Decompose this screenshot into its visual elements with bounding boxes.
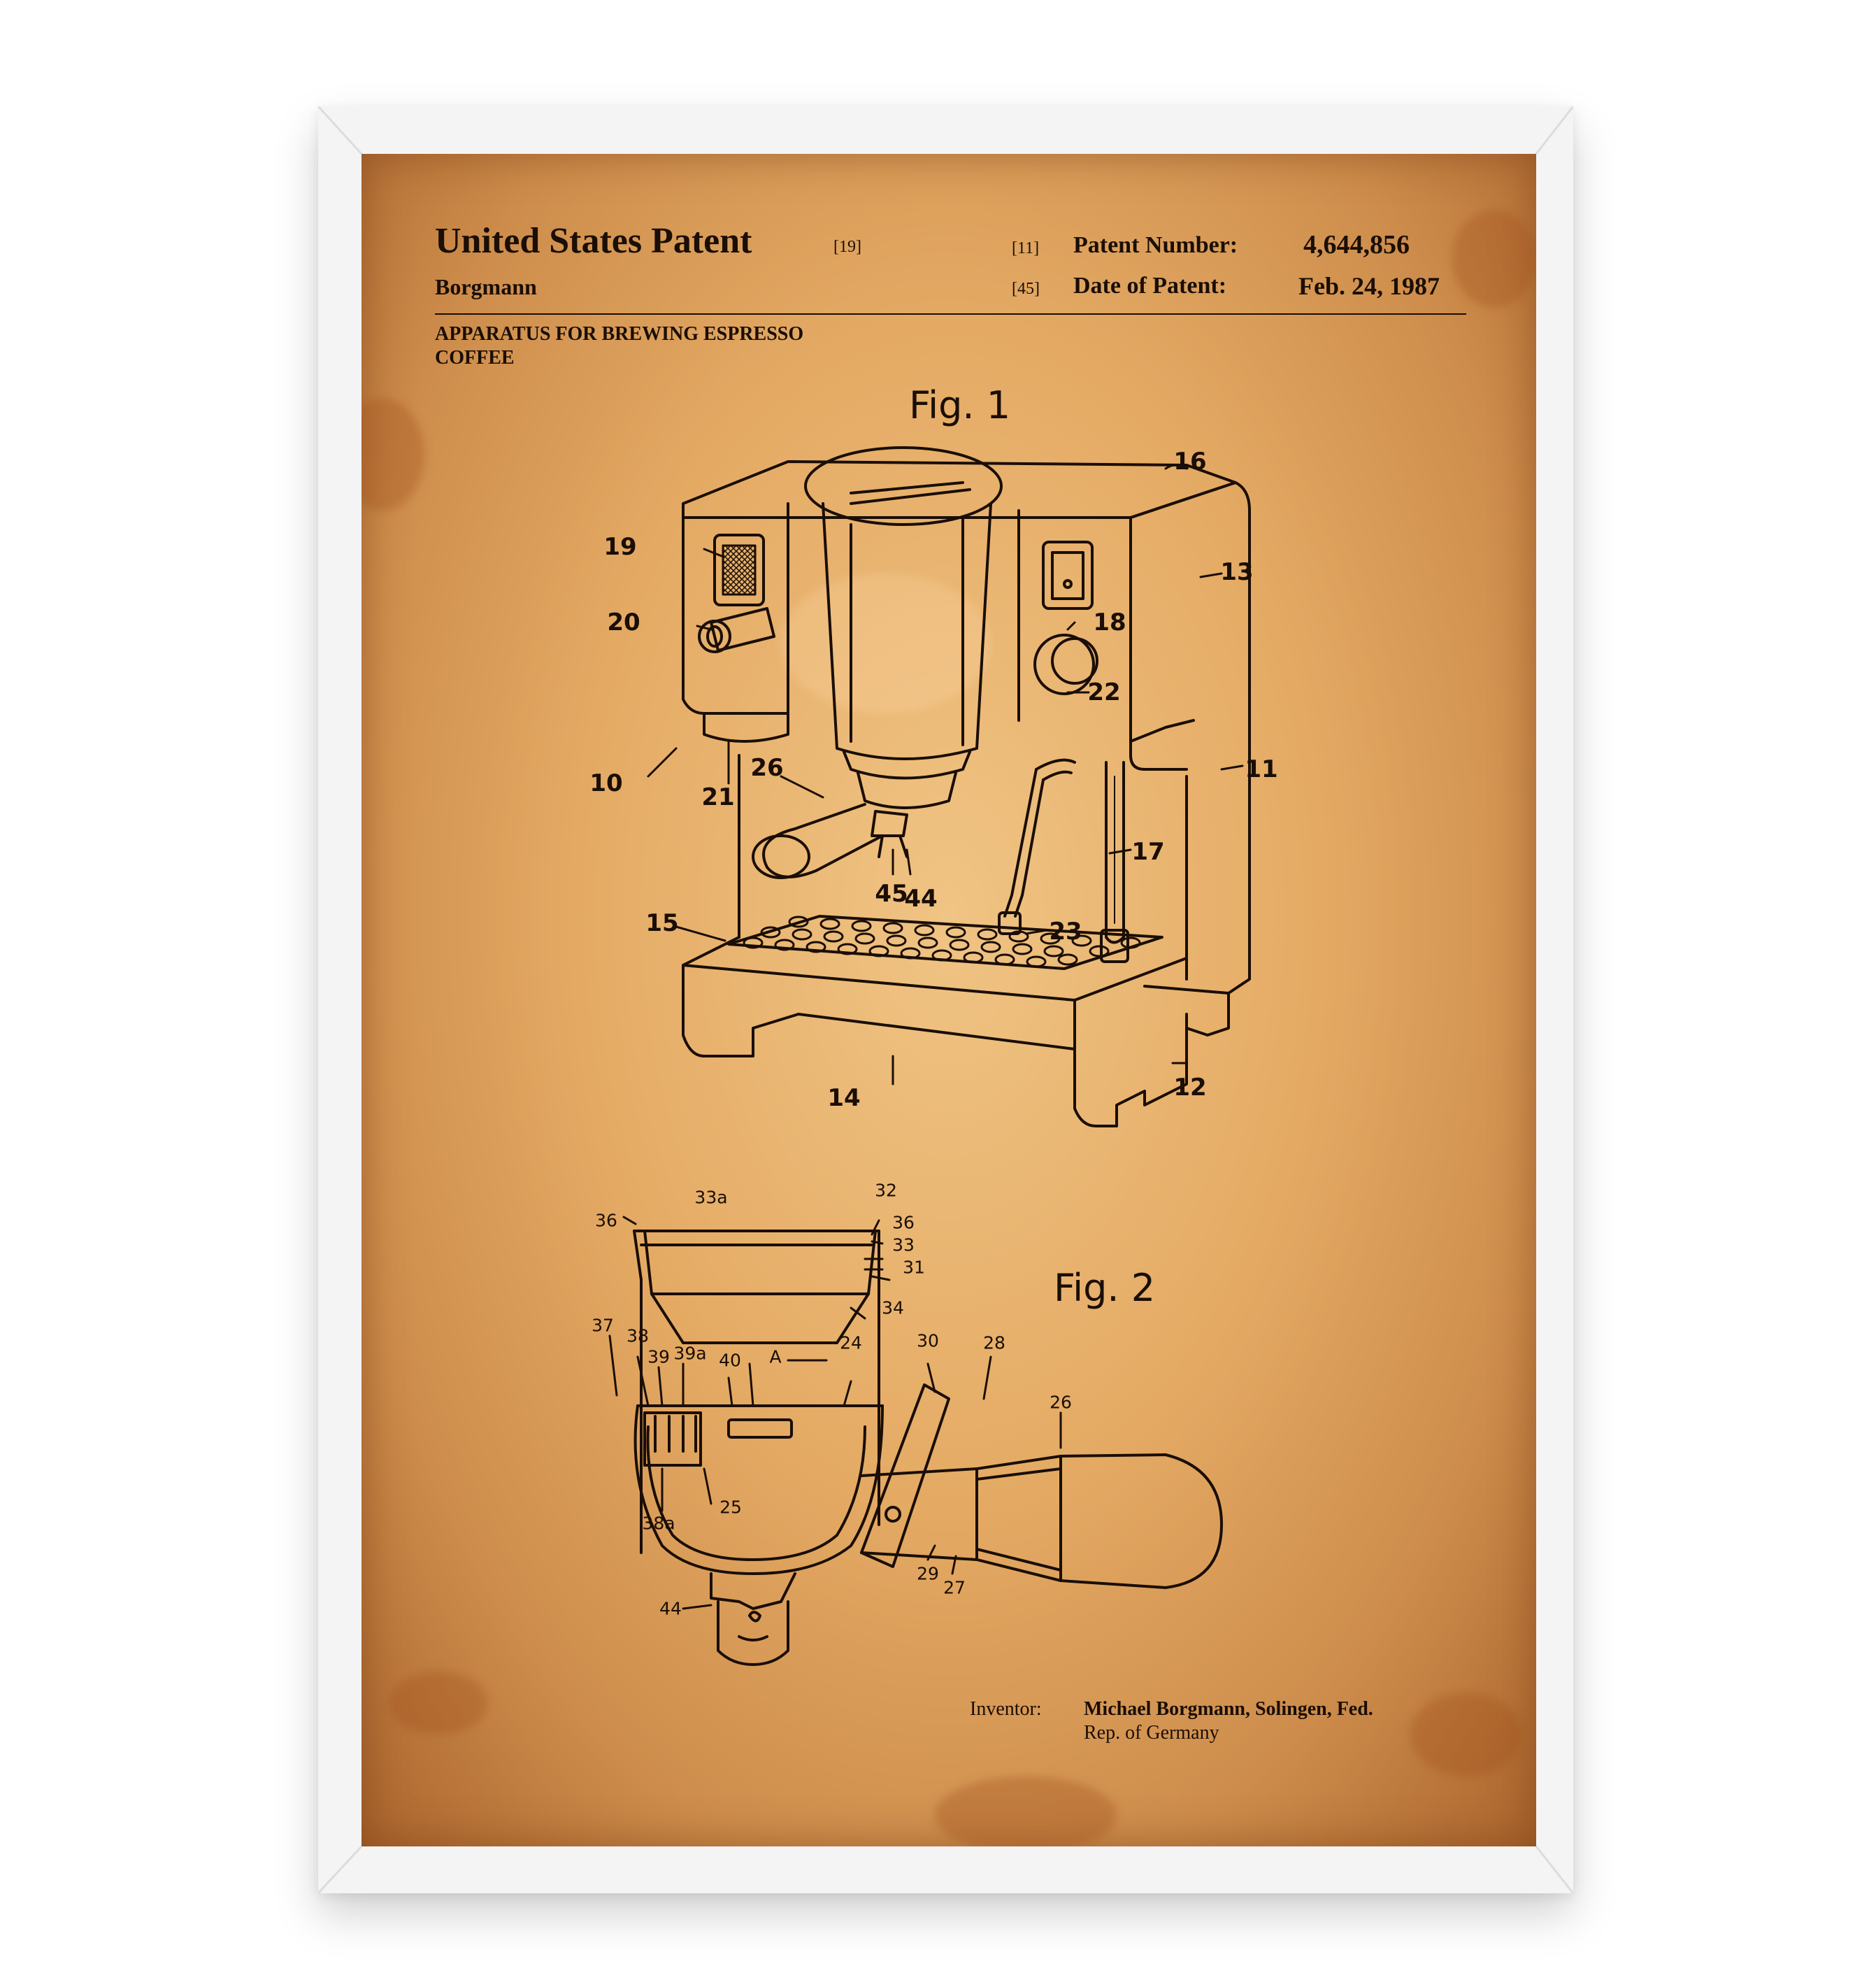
fig2-label: 39a	[673, 1343, 707, 1364]
fig2-label: 32	[875, 1180, 897, 1201]
fig2-label: 36	[892, 1212, 915, 1233]
fig2-label: 30	[917, 1330, 939, 1351]
patent-title: United States Patent	[435, 221, 752, 261]
fig1-label: 21	[701, 783, 735, 811]
fig2-label: 26	[1050, 1392, 1072, 1413]
date-code: [45]	[1012, 280, 1040, 298]
fig1-label: 13	[1220, 558, 1254, 586]
date-label: Date of Patent:	[1073, 273, 1227, 299]
fig1-label: 44	[904, 885, 938, 913]
fig2-label: 39	[647, 1346, 670, 1367]
fig2-label: 37	[592, 1315, 614, 1336]
fig1-leaders	[647, 464, 1244, 1085]
fig1-label: 23	[1049, 918, 1082, 946]
patent-number-label: Patent Number:	[1073, 232, 1238, 258]
fig1-espresso-machine	[682, 446, 1251, 1127]
fig2-label: 38	[626, 1325, 649, 1346]
fig2-label: 33a	[694, 1187, 728, 1208]
fig1-label: 12	[1173, 1074, 1207, 1102]
fig1-label: 19	[603, 533, 637, 561]
fig2-label: 27	[943, 1577, 966, 1598]
patent-number: 4,644,856	[1303, 230, 1410, 259]
fig2-label: A	[769, 1346, 782, 1367]
fig1-label: 18	[1093, 608, 1126, 636]
fig1-label: 11	[1245, 755, 1278, 783]
fig2-label: 31	[903, 1257, 925, 1278]
inventor-short: Borgmann	[435, 274, 537, 299]
fig2-title: Fig. 2	[1054, 1266, 1156, 1310]
inventor-name: Michael Borgmann, Solingen, Fed.	[1084, 1698, 1373, 1720]
drip-tray-holes	[743, 916, 1141, 968]
inventor-country: Rep. of Germany	[1084, 1722, 1219, 1744]
fig2-label: 40	[719, 1350, 741, 1371]
patent-drawings	[608, 446, 1251, 1666]
fig1-label: 22	[1087, 678, 1121, 706]
subject-line-1: APPARATUS FOR BREWING ESPRESSO	[435, 323, 804, 345]
fig1-label: 45	[875, 880, 908, 908]
number-code: [11]	[1012, 239, 1040, 257]
fig1-label: 15	[645, 909, 679, 937]
fig1-label: 16	[1173, 448, 1207, 476]
fig1-label: 14	[827, 1084, 861, 1112]
patent-paper: United States Patent [19] Borgmann [11] …	[361, 154, 1536, 1846]
title-code: [19]	[833, 238, 861, 256]
fig1-title: Fig. 1	[909, 383, 1011, 427]
fig2-portafilter	[633, 1230, 1223, 1666]
fig1-label: 10	[589, 769, 623, 797]
subject-line-2: COFFEE	[435, 347, 515, 369]
fig2-label: 24	[840, 1332, 862, 1353]
inventor-label: Inventor:	[970, 1698, 1042, 1720]
patent-date: Feb. 24, 1987	[1298, 272, 1440, 300]
fig2-label: 25	[719, 1497, 742, 1518]
fig2-label: 44	[659, 1598, 682, 1619]
fig2-leaders	[608, 1216, 1062, 1610]
fig2-label: 33	[892, 1234, 915, 1255]
header-rule	[435, 313, 1466, 315]
fig2-label: 28	[983, 1332, 1005, 1353]
fig1-label: 26	[750, 754, 784, 782]
fig2-label: 38a	[642, 1513, 675, 1534]
fig1-label: 20	[607, 608, 640, 636]
fig1-label: 17	[1131, 838, 1165, 866]
fig2-label: 29	[917, 1563, 939, 1584]
fig2-label: 36	[595, 1210, 617, 1231]
fig2-label: 34	[882, 1297, 904, 1318]
